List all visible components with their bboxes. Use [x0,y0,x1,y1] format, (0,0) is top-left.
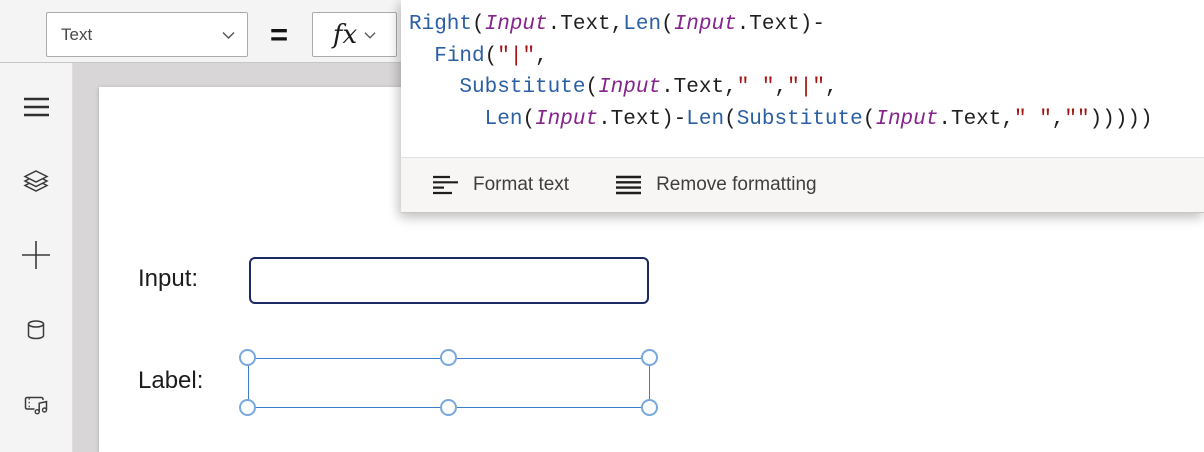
format-text-label: Format text [473,174,570,195]
code-line: Right(Input.Text,Len(Input.Text)- [409,13,825,36]
chevron-down-icon [364,31,376,39]
media-icon [24,396,48,414]
code-line: Len(Input.Text)-Len(Substitute(Input.Tex… [484,107,1153,131]
selection-handle-bottom-right[interactable] [641,399,658,416]
fx-button[interactable]: fx [312,12,397,57]
selection-handle-top-right[interactable] [641,349,658,366]
formula-editor-panel: Right(Input.Text,Len(Input.Text)- Find("… [401,0,1204,213]
input-label[interactable]: Input: [138,265,199,292]
selection-handle-top-left[interactable] [239,349,256,366]
format-text-icon [433,175,458,194]
remove-formatting-icon [616,175,642,194]
layers-icon [23,170,49,192]
equals-sign: = [269,17,289,52]
format-text-button[interactable]: Format text [432,174,569,196]
text-input-control[interactable] [249,257,649,304]
label-control-selection [239,349,658,416]
property-dropdown-value: Text [61,24,93,44]
remove-formatting-label: Remove formatting [656,174,817,195]
rail-item-tree-view[interactable] [20,164,52,196]
hamburger-icon [23,97,49,117]
rail-item-media[interactable] [20,389,52,421]
left-rail [0,63,73,452]
fx-icon: fx [332,19,358,50]
code-line: Find("|", [434,44,548,68]
plus-icon [22,241,50,269]
selection-handle-bottom-left[interactable] [239,399,256,416]
code-line: Substitute(Input.Text," ","|", [459,76,838,99]
rail-item-menu[interactable] [20,91,52,123]
label-label[interactable]: Label: [138,367,204,394]
database-icon [27,320,45,340]
remove-formatting-button[interactable]: Remove formatting [615,174,817,196]
selection-handle-bottom-center[interactable] [440,399,457,416]
formula-code[interactable]: Right(Input.Text,Len(Input.Text)- Find("… [401,0,1204,157]
rail-item-data[interactable] [20,314,52,346]
chevron-down-icon [222,31,235,39]
rail-item-insert[interactable] [20,239,52,271]
property-dropdown[interactable]: Text [46,12,248,57]
formula-toolbar: Format text Remove formatting [401,157,1204,212]
selection-handle-top-center[interactable] [440,349,457,366]
